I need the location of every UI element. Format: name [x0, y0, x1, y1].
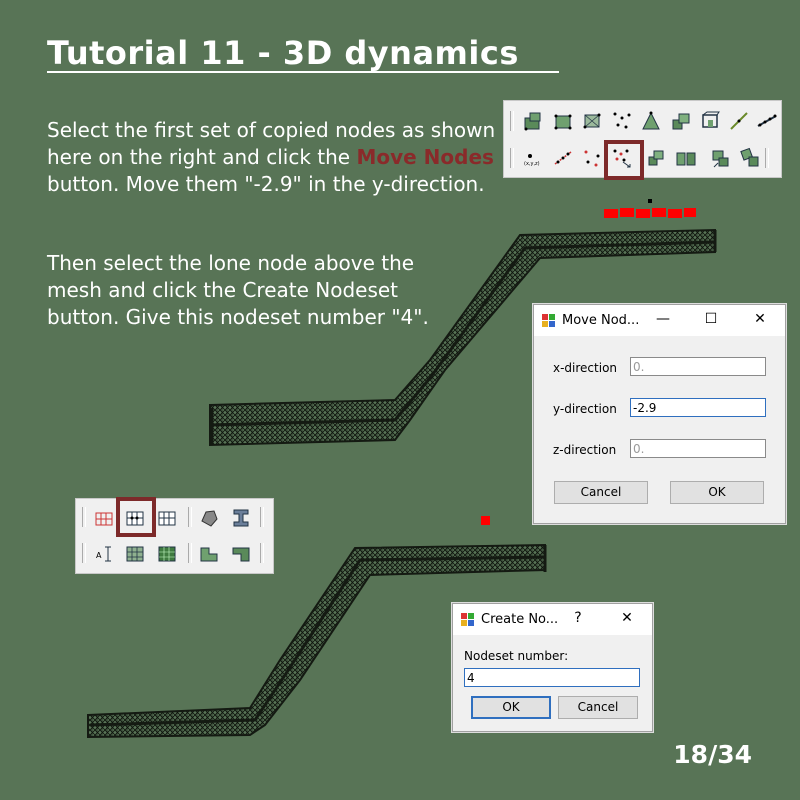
nodeset-number-label: Nodeset number:	[464, 649, 569, 663]
x-direction-field[interactable]: 0.	[630, 357, 766, 376]
app-icon	[461, 613, 474, 626]
maximize-button[interactable]: ☐	[704, 311, 718, 327]
ok-button[interactable]: OK	[471, 696, 551, 719]
toolbar-grip	[82, 543, 86, 563]
cancel-button[interactable]: Cancel	[558, 696, 638, 719]
instruction-text-end: button. Move them "-2.9" in the y-direct…	[47, 172, 485, 196]
red-grid-icon[interactable]	[93, 507, 115, 529]
box-stack-icon[interactable]	[670, 110, 692, 132]
mesh-block-icon[interactable]	[522, 110, 544, 132]
help-button[interactable]: ?	[574, 610, 582, 626]
l-block-icon[interactable]	[198, 543, 220, 565]
z-direction-field[interactable]: 0.	[630, 439, 766, 458]
svg-text:(x,y,z): (x,y,z)	[524, 161, 540, 167]
z-direction-label: z-direction	[553, 443, 617, 457]
instruction-paragraph-2: Then select the lone node above the mesh…	[47, 251, 429, 329]
y-direction-label: y-direction	[553, 402, 617, 416]
page-number: 18/34	[673, 740, 752, 769]
move-nodes-dialog: Move Nod... — ☐ ✕ x-direction 0. y-direc…	[533, 304, 786, 524]
nodeset-number-field[interactable]: 4	[464, 668, 640, 687]
node-label-icon[interactable]: (x,y,z)	[522, 147, 544, 169]
slide-title: Tutorial 11 - 3D dynamics	[47, 34, 519, 72]
toolbar-grip	[188, 507, 192, 527]
selected-node-group[interactable]	[604, 199, 696, 218]
frame-box-icon[interactable]	[699, 110, 721, 132]
toolbar-grip	[260, 543, 264, 563]
triangle-node-icon[interactable]	[640, 110, 662, 132]
ok-button[interactable]: OK	[670, 481, 764, 504]
upper-mesh	[209, 228, 717, 447]
dialog-titlebar[interactable]: Create No... ? ✕	[453, 604, 652, 635]
dialog-titlebar[interactable]: Move Nod... — ☐ ✕	[534, 305, 785, 336]
box-nodes-icon[interactable]	[552, 110, 574, 132]
block-icon[interactable]	[645, 147, 667, 169]
rock-icon[interactable]	[198, 507, 220, 529]
grid-icon[interactable]	[156, 507, 178, 529]
rotate-block-icon[interactable]	[710, 147, 732, 169]
ibeam-icon[interactable]	[230, 507, 252, 529]
move-nodes-selection-highlight	[604, 140, 644, 180]
cancel-button[interactable]: Cancel	[554, 481, 648, 504]
mirror-nodes-icon[interactable]	[581, 147, 603, 169]
close-button[interactable]: ✕	[754, 311, 766, 327]
dimension-icon[interactable]: A	[93, 543, 115, 565]
title-underline	[47, 71, 559, 73]
x-direction-label: x-direction	[553, 361, 618, 375]
copy-nodes-icon[interactable]	[552, 147, 574, 169]
create-nodeset-dialog: Create No... ? ✕ Nodeset number: 4 OK Ca…	[452, 603, 653, 732]
hatched-grid-icon[interactable]	[124, 543, 146, 565]
lower-mesh	[87, 543, 547, 739]
box-wire-icon[interactable]	[581, 110, 603, 132]
toolbar-grip	[188, 543, 192, 563]
line-node-icon[interactable]	[728, 110, 750, 132]
toolbar-grip	[260, 507, 264, 527]
app-icon	[542, 314, 555, 327]
split-block-icon[interactable]	[675, 147, 697, 169]
minimize-button[interactable]: —	[656, 311, 670, 327]
toolbar-grip	[765, 148, 769, 168]
instruction-text: Select the first set of copied nodes as …	[47, 118, 496, 169]
create-nodeset-icon[interactable]	[124, 507, 146, 529]
toolbar-grip	[82, 507, 86, 527]
solid-grid-icon[interactable]	[156, 543, 178, 565]
twist-block-icon[interactable]	[739, 147, 761, 169]
close-button[interactable]: ✕	[621, 610, 633, 626]
nodeset-tools-toolbar: A	[75, 497, 274, 574]
node-tools-toolbar: (x,y,z)	[503, 100, 782, 180]
toolbar-grip	[510, 148, 514, 168]
dialog-title: Create No...	[481, 612, 559, 627]
chain-nodes-icon[interactable]	[756, 110, 778, 132]
lone-node[interactable]	[481, 516, 490, 525]
toolbar-grip	[510, 111, 514, 131]
move-nodes-highlight: Move Nodes	[356, 145, 494, 169]
scatter-nodes-icon[interactable]	[611, 110, 633, 132]
svg-text:A: A	[96, 551, 102, 560]
dialog-title: Move Nod...	[562, 313, 640, 328]
instruction-paragraph-1: Select the first set of copied nodes as …	[47, 117, 507, 198]
move-nodes-icon[interactable]	[611, 147, 633, 169]
corner-block-icon[interactable]	[230, 543, 252, 565]
create-nodeset-selection-highlight	[116, 497, 156, 537]
y-direction-field[interactable]: -2.9	[630, 398, 766, 417]
